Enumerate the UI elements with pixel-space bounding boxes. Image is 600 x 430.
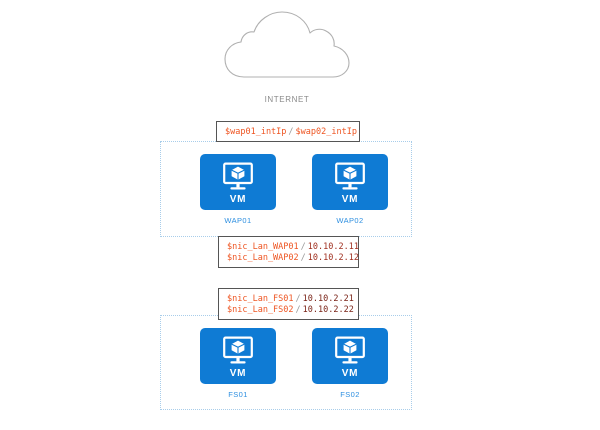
virtual-machine-icon: [335, 336, 365, 364]
variable-name: $nic_Lan_WAP01: [227, 242, 299, 252]
separator: /: [295, 305, 301, 315]
callout-line: $nic_Lan_WAP01/10.10.2.11: [227, 242, 359, 253]
virtual-machine-icon: [223, 162, 253, 190]
vm-tile-label: VM: [229, 368, 247, 379]
vm-caption: FS01: [228, 390, 248, 399]
ip-address: 10.10.2.21: [302, 294, 354, 304]
callout-wap-external-ip: $wap01_intIp/$wap02_intIp: [216, 121, 360, 142]
separator: /: [288, 127, 294, 137]
callout-line: $nic_Lan_WAP02/10.10.2.12: [227, 253, 359, 264]
vm-node-wap02[interactable]: VM WAP02: [312, 154, 388, 225]
virtual-machine-icon: [223, 336, 253, 364]
ip-address: 10.10.2.12: [307, 253, 359, 263]
vm-tile[interactable]: VM: [200, 328, 276, 384]
separator: /: [295, 294, 301, 304]
cloud-icon: [222, 8, 352, 80]
ip-address: 10.10.2.22: [302, 305, 354, 315]
vm-tile[interactable]: VM: [312, 154, 388, 210]
callout-fs-lan-nics: $nic_Lan_FS01/10.10.2.21 $nic_Lan_FS02/1…: [218, 288, 359, 320]
vm-tile[interactable]: VM: [200, 154, 276, 210]
separator: /: [300, 253, 306, 263]
vm-tile[interactable]: VM: [312, 328, 388, 384]
variable-name: $nic_Lan_WAP02: [227, 253, 299, 263]
separator: /: [300, 242, 306, 252]
callout-wap-lan-nics: $nic_Lan_WAP01/10.10.2.11 $nic_Lan_WAP02…: [218, 236, 359, 268]
ip-address: 10.10.2.11: [307, 242, 359, 252]
vm-node-wap01[interactable]: VM WAP01: [200, 154, 276, 225]
variable-name: $wap01_intIp: [225, 127, 287, 137]
variable-name: $nic_Lan_FS02: [227, 305, 294, 315]
vm-caption: WAP01: [224, 216, 252, 225]
vm-caption: FS02: [340, 390, 360, 399]
vm-caption: WAP02: [336, 216, 364, 225]
variable-value: $wap02_intIp: [295, 127, 357, 137]
virtual-machine-icon: [335, 162, 365, 190]
vm-node-fs01[interactable]: VM FS01: [200, 328, 276, 399]
vm-tile-label: VM: [341, 368, 359, 379]
vm-tile-label: VM: [341, 194, 359, 205]
vm-node-fs02[interactable]: VM FS02: [312, 328, 388, 399]
vm-tile-label: VM: [229, 194, 247, 205]
callout-line: $wap01_intIp/$wap02_intIp: [225, 127, 357, 138]
internet-label: INTERNET: [264, 95, 310, 104]
callout-line: $nic_Lan_FS01/10.10.2.21: [227, 294, 354, 305]
variable-name: $nic_Lan_FS01: [227, 294, 294, 304]
callout-line: $nic_Lan_FS02/10.10.2.22: [227, 305, 354, 316]
